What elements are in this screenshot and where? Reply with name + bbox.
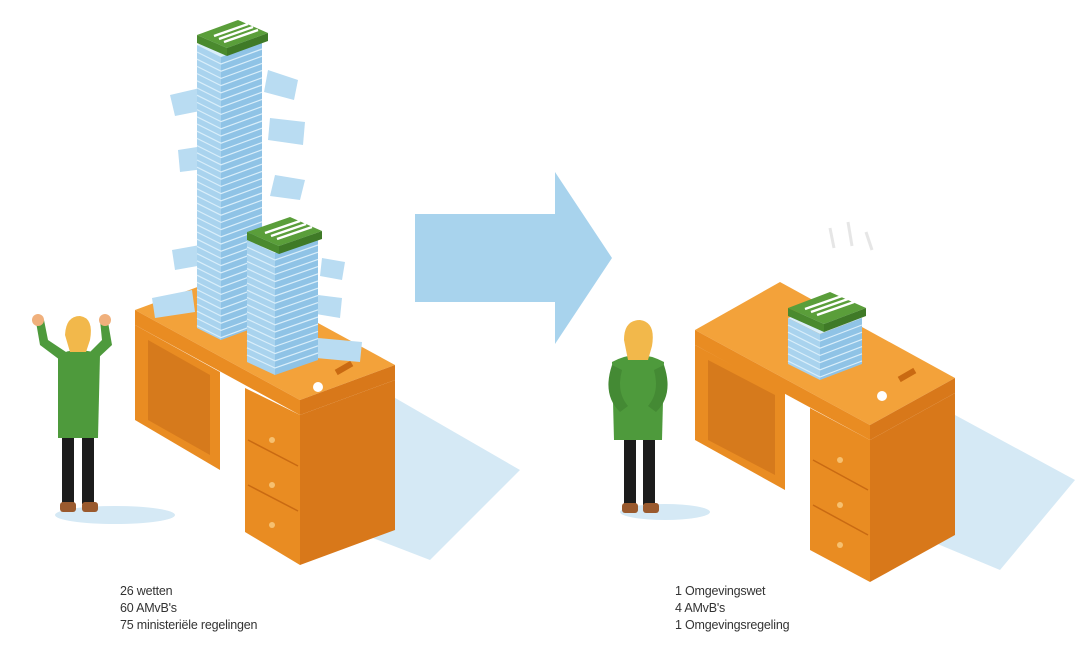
caption-before-line-2: 60 AMvB's: [120, 601, 177, 615]
paper-stack-short: [246, 217, 322, 375]
person-shadow-right: [620, 504, 710, 520]
loose-papers-left: [152, 70, 362, 362]
caption-after: 1 Omgevingswet 4 AMvB's 1 Omgevingsregel…: [675, 583, 790, 634]
caption-before: 26 wetten 60 AMvB's 75 ministeriële rege…: [120, 583, 257, 634]
motion-marks: [828, 221, 874, 251]
caption-after-line-3: 1 Omgevingsregeling: [675, 618, 790, 632]
desk-right: [695, 282, 955, 582]
caption-before-line-3: 75 ministeriële regelingen: [120, 618, 258, 632]
caption-after-line-2: 4 AMvB's: [675, 601, 726, 615]
paper-stack-small: [787, 292, 866, 380]
scene-before: [32, 20, 520, 565]
scene-after: [608, 221, 1075, 582]
caption-before-line-1: 26 wetten: [120, 584, 173, 598]
person-calm: [608, 320, 668, 513]
arrow-right: [415, 172, 612, 344]
person-stressed: [32, 314, 112, 512]
caption-after-line-1: 1 Omgevingswet: [675, 584, 766, 598]
